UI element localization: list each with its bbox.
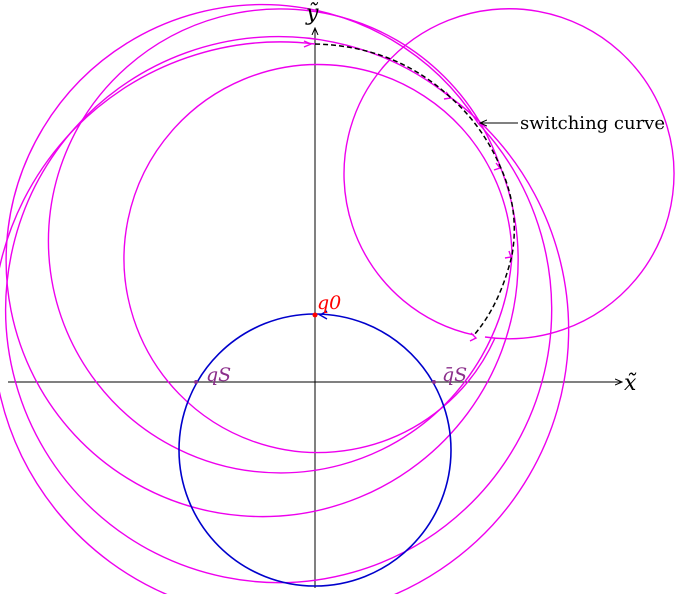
trajectory-arc — [5, 3, 519, 518]
direction-arrow — [504, 250, 512, 259]
q0-label: q0 — [317, 292, 341, 314]
qS-label: qS — [206, 364, 231, 386]
direction-arrow — [303, 40, 313, 48]
q0-point — [312, 312, 318, 318]
x-axis-label: x̃ — [624, 371, 637, 396]
trajectory-arc — [0, 41, 570, 594]
trajectory-arc — [123, 63, 513, 454]
switching-curve-label: switching curve — [520, 113, 665, 134]
y-axis-label: ỹ — [305, 1, 319, 26]
circle-direction-arrow — [318, 310, 328, 320]
trajectories — [0, 3, 675, 594]
qS-bar-label: q̄S — [442, 364, 467, 386]
qS-point — [194, 380, 198, 384]
trajectory-arc — [343, 8, 675, 340]
direction-arrow — [493, 162, 502, 171]
trajectory-arc — [5, 35, 553, 584]
direction-arrow — [469, 332, 478, 342]
qS-bar-point — [432, 380, 436, 384]
